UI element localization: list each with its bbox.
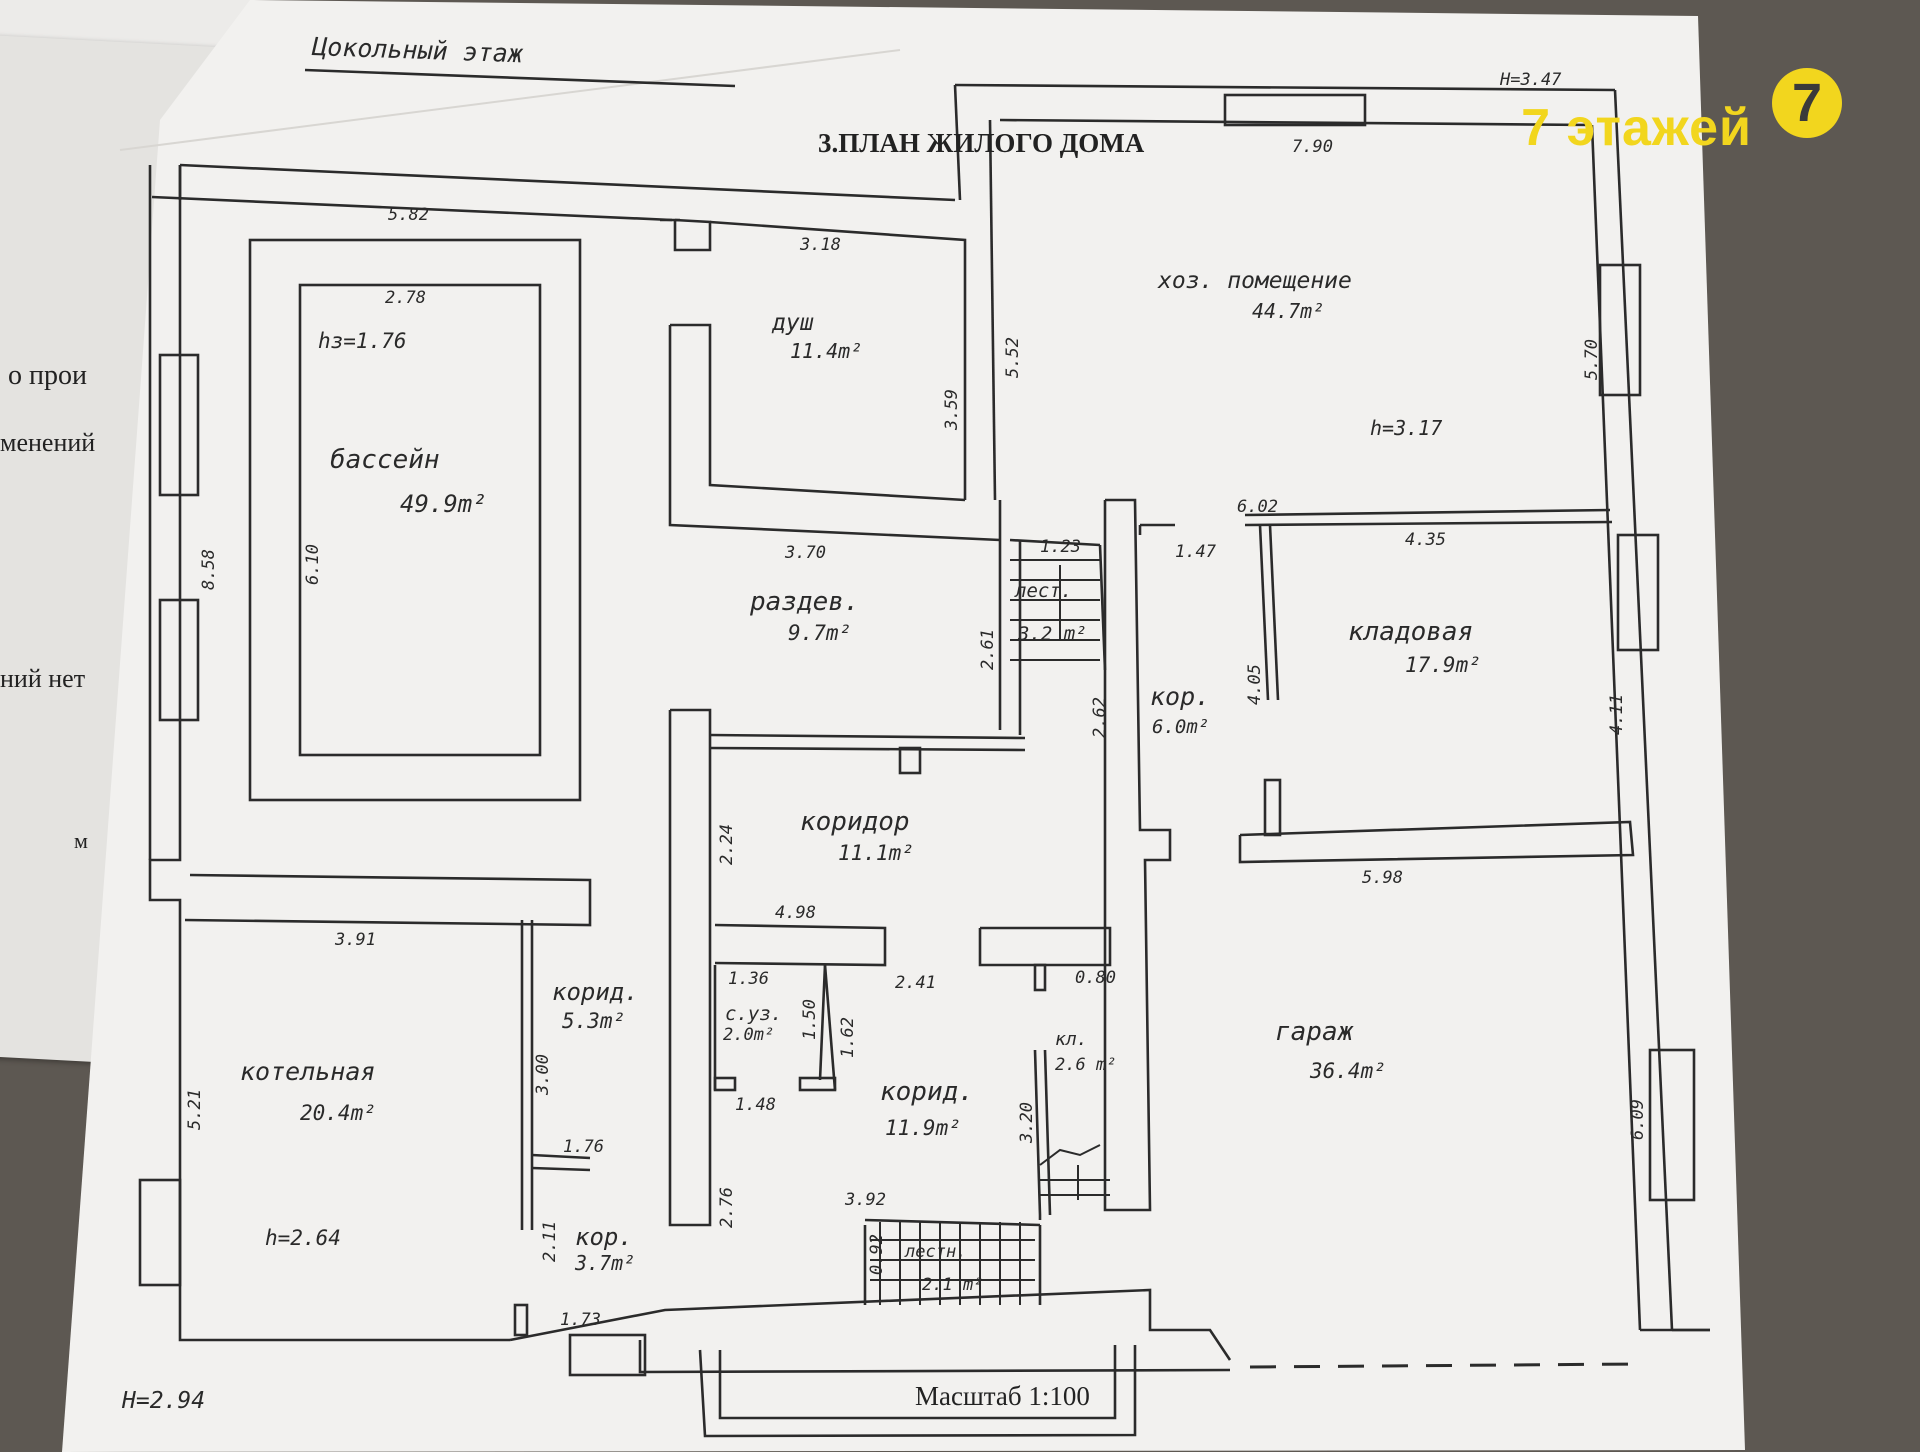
room-corridor-name: коридор xyxy=(800,807,910,837)
dimension-label: 4.98 xyxy=(775,903,816,923)
room-boiler-height: h=2.64 xyxy=(265,1226,341,1250)
dimension-label: 4.05 xyxy=(1245,664,1265,705)
dimension-label: 1.48 xyxy=(735,1095,776,1115)
background-text-3: ний нет xyxy=(0,664,86,693)
room-storage-area: 17.9m² xyxy=(1405,653,1481,677)
room-pool-name: бассейн xyxy=(330,445,440,475)
walls xyxy=(138,68,1710,1438)
room-utility-area: 44.7m² xyxy=(1252,299,1324,323)
stair-lower xyxy=(870,1222,1035,1305)
dimension-label: 1.73 xyxy=(560,1310,601,1330)
dimension-label: 5.52 xyxy=(1003,337,1023,378)
dimension-label: 2.24 xyxy=(717,824,737,865)
dimension-label: 6.02 xyxy=(1237,497,1278,517)
background-text-2: менений xyxy=(0,428,96,457)
room-corridor4-area: 3.7m² xyxy=(574,1251,635,1275)
plan-paper xyxy=(62,0,1745,1452)
stair-kl xyxy=(1039,1144,1110,1200)
height-top-right: H=3.47 xyxy=(1499,70,1562,90)
dimension-label: 8.58 xyxy=(199,549,219,590)
room-wc-name: с.уз. xyxy=(725,1003,782,1025)
dimension-label: 1.36 xyxy=(728,969,769,989)
room-stair-name: лест. xyxy=(1014,580,1072,602)
dimension-label: 0.92 xyxy=(867,1234,887,1275)
room-corridor2-area: 5.3m² xyxy=(562,1009,625,1033)
scale-label: Масштаб 1:100 xyxy=(915,1381,1090,1411)
dimension-label: 2.78 xyxy=(385,288,426,308)
room-garage-name: гараж xyxy=(1275,1017,1355,1047)
room-wc-area: 2.0m² xyxy=(723,1025,774,1045)
room-stair2-area: 2.1 m² xyxy=(922,1275,983,1295)
dimension-label: 2.61 xyxy=(978,629,998,670)
room-hall-area: 6.0m² xyxy=(1152,716,1209,738)
dimension-label: 2.41 xyxy=(895,973,936,993)
room-utility-height: h=3.17 xyxy=(1370,416,1442,440)
dimension-label: 3.18 xyxy=(799,235,841,255)
stair-upper xyxy=(1010,559,1100,661)
plan-title: 3.ПЛАН ЖИЛОГО ДОМА xyxy=(818,128,1145,158)
room-changing-name: раздев. xyxy=(749,587,860,617)
dimension-label: 2.62 xyxy=(1090,697,1110,738)
room-boiler-name: котельная xyxy=(240,1057,375,1086)
height-bottom-left: H=2.94 xyxy=(121,1388,205,1414)
room-corridor-area: 11.1m² xyxy=(838,841,914,865)
dimension-label: 2.11 xyxy=(540,1221,560,1262)
room-shower-name: душ xyxy=(771,310,814,336)
watermark-logo: 7 этажей 7 xyxy=(1482,66,1842,166)
dimension-label: 1.62 xyxy=(838,1017,858,1058)
dimension-label: 4.11 xyxy=(1607,694,1627,735)
dimension-label: 3.59 xyxy=(942,389,962,431)
dimension-label: 2.76 xyxy=(717,1187,737,1228)
dimension-label: 0.80 xyxy=(1075,968,1116,988)
dimension-label: 5.98 xyxy=(1362,868,1403,888)
dimension-label: 3.92 xyxy=(844,1190,886,1210)
room-pantry-name: кл. xyxy=(1055,1029,1088,1050)
background-text-4: м xyxy=(74,828,88,853)
room-storage-name: кладовая xyxy=(1348,617,1473,647)
dimension-labels: 5.82 2.78 3.18 7.90 5.52 3.59 5.70 8.58 6.10 3.70… xyxy=(185,137,1648,1330)
room-corridor2-name: корид. xyxy=(552,978,639,1006)
dimension-label: 5.70 xyxy=(1582,339,1602,380)
dimension-label: 5.21 xyxy=(185,1089,205,1130)
room-corridor3-name: корид. xyxy=(880,1077,974,1107)
room-pantry-area: 2.6 m² xyxy=(1055,1055,1116,1075)
dimension-label: 3.20 xyxy=(1017,1102,1037,1144)
room-corridor3-area: 11.9m² xyxy=(885,1116,961,1140)
watermark-text: 7 этажей xyxy=(1521,99,1752,157)
dimension-label: 6.10 xyxy=(303,544,323,585)
room-pool-height: hз=1.76 xyxy=(318,329,407,353)
dimension-label: 1.76 xyxy=(563,1137,604,1157)
dimension-label: 3.70 xyxy=(784,543,826,563)
dimension-label: 1.50 xyxy=(800,999,820,1040)
room-changing-area: 9.7m² xyxy=(788,621,851,645)
room-stair2-name: лестн. xyxy=(904,1242,966,1262)
room-hall-name: кор. xyxy=(1150,682,1210,711)
room-pool-area: 49.9m² xyxy=(400,490,487,518)
dimension-label: 3.00 xyxy=(533,1054,553,1096)
dimension-label: 1.47 xyxy=(1175,542,1217,562)
background-text-1: о прои xyxy=(8,360,87,391)
room-stair-area: 3.2 m² xyxy=(1017,623,1087,645)
dimension-label: 4.35 xyxy=(1405,530,1446,550)
watermark-badge: 7 xyxy=(1772,68,1842,138)
room-garage-area: 36.4m² xyxy=(1309,1059,1386,1083)
dimension-label: 6.09 xyxy=(1628,1099,1648,1140)
dimension-label: 7.90 xyxy=(1292,137,1333,157)
room-boiler-area: 20.4m² xyxy=(300,1101,376,1125)
room-corridor4-name: кор. xyxy=(575,1223,633,1251)
dimension-label: 1.23 xyxy=(1040,537,1081,557)
dimension-label: 5.82 xyxy=(388,205,429,225)
room-shower-area: 11.4m² xyxy=(790,339,862,363)
room-utility-name: хоз. помещение xyxy=(1157,268,1352,294)
dimension-label: 3.91 xyxy=(334,930,376,950)
watermark-badge-number: 7 xyxy=(1791,73,1823,133)
